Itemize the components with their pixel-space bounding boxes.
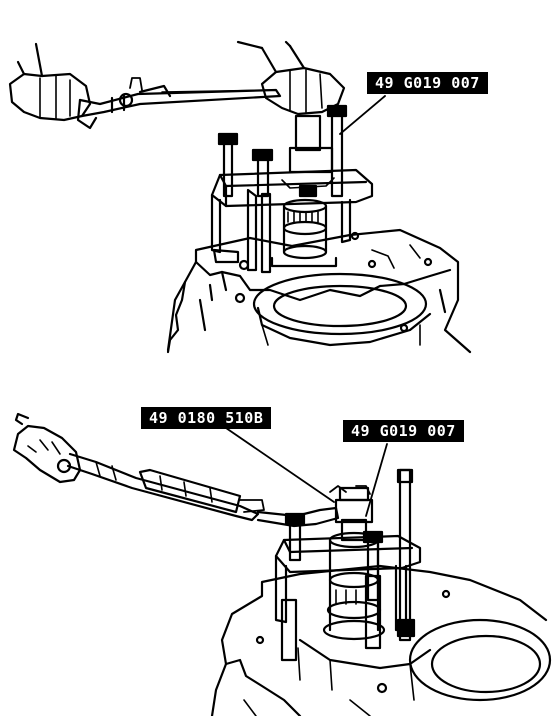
callout-label-top-tool: 49 G019 007 <box>367 72 488 94</box>
leader-line-bottom-a <box>225 427 335 503</box>
transmission-case-top <box>166 228 472 354</box>
leader-line-bottom-b <box>365 443 388 517</box>
callout-label-bottom-tool-b: 49 G019 007 <box>343 420 464 442</box>
tool-fixture-bottom <box>274 468 422 662</box>
top-illustration <box>8 40 472 354</box>
torque-wrench-top <box>8 40 346 130</box>
bearing-assembly-top <box>270 198 338 268</box>
transmission-case-bottom <box>210 564 552 716</box>
bottom-illustration <box>12 412 552 716</box>
leader-line-top <box>339 95 386 135</box>
torque-wrench-bottom <box>12 412 340 528</box>
tool-fixture-top <box>210 104 374 274</box>
callout-label-bottom-tool-a: 49 0180 510B <box>141 407 272 429</box>
